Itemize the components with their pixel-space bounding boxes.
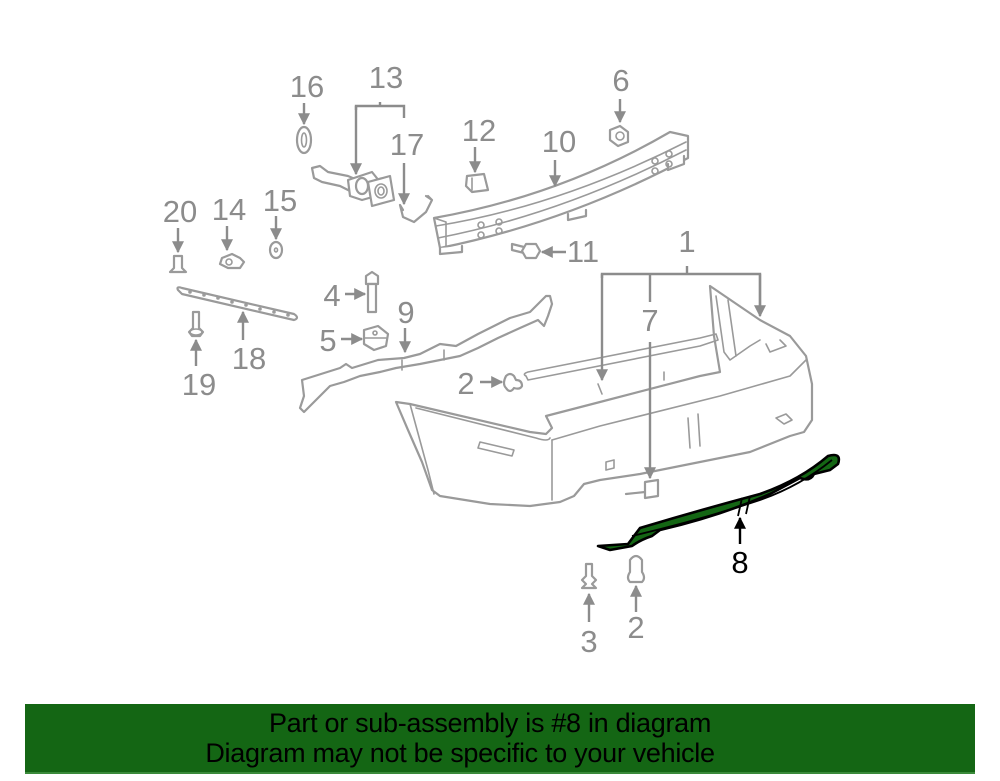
callout-7[interactable]: 7 [641,303,658,338]
callout-labels: 1 2 2 3 4 5 6 7 8 9 10 11 12 13 14 15 16… [163,60,749,659]
callout-4[interactable]: 4 [323,278,340,313]
callout-5[interactable]: 5 [319,323,336,358]
callout-2-upper[interactable]: 2 [457,366,474,401]
banner-disclaimer: Diagram may not be specific to your vehi… [205,738,715,768]
callout-8[interactable]: 8 [731,545,748,580]
part-8-lower-valance[interactable] [596,453,841,552]
part-10-impact-bar[interactable] [432,130,690,256]
callout-13[interactable]: 13 [369,60,403,95]
part-2-push-retainer-lower[interactable] [626,554,646,584]
callout-11[interactable]: 11 [567,234,599,269]
leader-13-bracket [354,104,406,118]
part-12-clip[interactable] [464,172,490,194]
callout-19[interactable]: 19 [182,367,216,402]
part-14-nut[interactable] [218,252,246,270]
part-6-nut[interactable] [608,124,630,148]
callout-2-lower[interactable]: 2 [627,610,644,645]
callout-3[interactable]: 3 [580,624,597,659]
callout-1[interactable]: 1 [678,224,695,259]
info-banner: Part or sub-assembly is #8 in diagram Di… [25,704,975,774]
callout-14[interactable]: 14 [212,192,246,227]
part-11-bolt[interactable] [510,242,542,260]
part-20-clip[interactable] [168,254,188,274]
callout-18[interactable]: 18 [232,341,266,376]
part-2-push-retainer-upper[interactable] [502,372,524,393]
callout-9[interactable]: 9 [397,295,414,330]
part-16-grommet[interactable] [295,125,313,155]
part-13-mount-bracket[interactable] [310,164,396,208]
callout-6[interactable]: 6 [612,63,629,98]
part-15-washer[interactable] [268,240,284,260]
callout-12[interactable]: 12 [462,113,496,148]
part-18-retainer-strip[interactable] [176,286,299,322]
banner-part-notice: Part or sub-assembly is #8 in diagram [268,708,712,738]
callout-16[interactable]: 16 [290,69,324,104]
callout-17[interactable]: 17 [390,127,424,162]
callout-20[interactable]: 20 [163,194,197,229]
callout-10[interactable]: 10 [542,124,576,159]
callout-15[interactable]: 15 [263,183,297,218]
part-5-clip-nut[interactable] [362,324,390,352]
part-7-bracket-plug[interactable] [624,478,660,500]
part-4-bolt[interactable] [364,270,380,314]
parts-diagram: 1 2 2 3 4 5 6 7 8 9 10 11 12 13 14 15 16… [163,60,841,659]
part-3-push-pin-retainer[interactable] [580,562,598,590]
part-1-bumper-cover[interactable] [394,284,814,508]
part-9-energy-absorber[interactable] [298,294,554,414]
part-19-stud[interactable] [187,310,205,338]
